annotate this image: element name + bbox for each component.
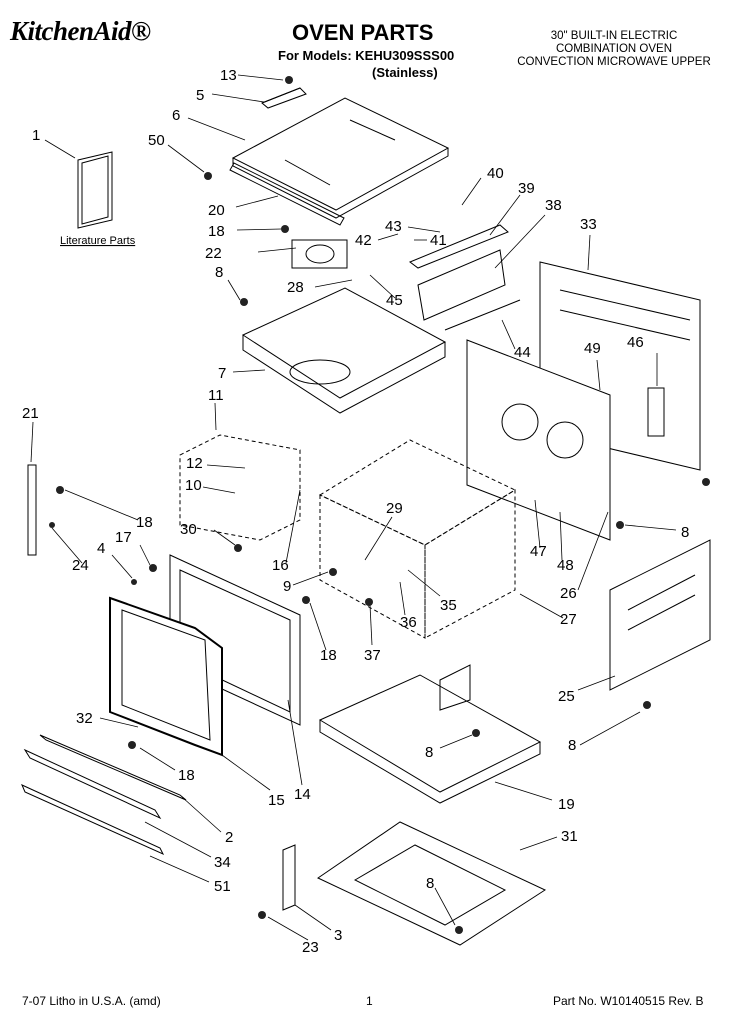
callout-18: 18 [320, 647, 337, 664]
callout-8: 8 [215, 264, 223, 281]
callout-17: 17 [115, 529, 132, 546]
callout-16: 16 [272, 557, 289, 574]
callout-38: 38 [545, 197, 562, 214]
callout-8: 8 [426, 875, 434, 892]
callout-31: 31 [561, 828, 578, 845]
back-panel [466, 339, 611, 541]
rail-brackets [408, 224, 521, 331]
callout-27: 27 [560, 611, 577, 628]
callout-23: 23 [302, 939, 319, 956]
callout-48: 48 [557, 557, 574, 574]
footer-print-info: 7-07 Litho in U.S.A. (amd) [22, 994, 161, 1008]
callout-32: 32 [76, 710, 93, 727]
brand-logo: KitchenAid® [10, 16, 151, 46]
callout-50: 50 [148, 132, 165, 149]
callout-30: 30 [180, 521, 197, 538]
callout-39: 39 [518, 180, 535, 197]
description-line: COMBINATION OVEN [555, 43, 673, 55]
callout-8: 8 [681, 524, 689, 541]
callout-18: 18 [178, 767, 195, 784]
callout-43: 43 [385, 218, 402, 235]
callout-26: 26 [560, 585, 577, 602]
switch-assembly-box [179, 434, 301, 541]
callout-28: 28 [287, 279, 304, 296]
callout-19: 19 [558, 796, 575, 813]
trim-strip [21, 784, 165, 856]
callout-8: 8 [425, 744, 433, 761]
callout-13: 13 [220, 67, 237, 84]
callout-35: 35 [440, 597, 457, 614]
model-finish: (Stainless) [372, 65, 438, 80]
callout-4: 4 [97, 540, 105, 557]
callout-51: 51 [214, 878, 231, 895]
oven-cavity [318, 439, 517, 639]
literature-label: Literature Parts [60, 235, 136, 247]
callout-49: 49 [584, 340, 601, 357]
base-tray [316, 821, 547, 946]
callout-5: 5 [196, 87, 204, 104]
callout-33: 33 [580, 216, 597, 233]
trim-strip [23, 748, 162, 820]
callout-24: 24 [72, 557, 89, 574]
callout-20: 20 [208, 202, 225, 219]
callout-14: 14 [294, 786, 311, 803]
callout-18: 18 [208, 223, 225, 240]
callout-12: 12 [186, 455, 203, 472]
callout-15: 15 [268, 792, 285, 809]
door-gasket [109, 596, 223, 757]
side-cover-panel [609, 539, 711, 691]
callout-45: 45 [386, 292, 403, 309]
callout-46: 46 [627, 334, 644, 351]
callout-3: 3 [334, 927, 342, 944]
callout-44: 44 [514, 344, 531, 361]
fasteners [49, 76, 710, 934]
callout-40: 40 [487, 165, 504, 182]
callout-2: 2 [225, 829, 233, 846]
left-side-bracket [27, 464, 37, 556]
description-line: CONVECTION MICROWAVE UPPER [517, 56, 711, 68]
sensor-module [647, 387, 665, 437]
callout-1: 1 [32, 127, 40, 144]
callout-11: 11 [208, 387, 224, 404]
callout-10: 10 [185, 477, 202, 494]
callout-6: 6 [172, 107, 180, 124]
callout-47: 47 [530, 543, 547, 560]
product-description: 30" BUILT-IN ELECTRIC COMBINATION OVEN C… [496, 30, 732, 69]
callout-7: 7 [218, 365, 226, 382]
top-panel [231, 87, 450, 219]
callout-37: 37 [364, 647, 381, 664]
callout-42: 42 [355, 232, 372, 249]
fan-motor [291, 239, 348, 269]
footer-page-number: 1 [366, 994, 373, 1008]
trim-strip [39, 734, 187, 801]
callout-22: 22 [205, 245, 222, 262]
model-number: For Models: KEHU309SSS00 [278, 48, 455, 63]
front-trim-strip [229, 162, 345, 226]
callout-29: 29 [386, 500, 403, 517]
page-title: OVEN PARTS [292, 20, 434, 45]
footer-part-number: Part No. W10140515 Rev. B [553, 994, 704, 1008]
callout-8: 8 [568, 737, 576, 754]
callout-41: 41 [430, 232, 447, 249]
callout-9: 9 [283, 578, 291, 595]
support-bracket [282, 844, 296, 911]
callout-21: 21 [22, 405, 39, 422]
shelf-panel [318, 664, 542, 804]
callout-25: 25 [558, 688, 575, 705]
callout-36: 36 [400, 614, 417, 631]
callout-34: 34 [214, 854, 231, 871]
cavity-top-tray [241, 287, 447, 414]
literature-booklet [77, 151, 113, 229]
description-line: 30" BUILT-IN ELECTRIC [550, 30, 678, 42]
callout-18: 18 [136, 514, 153, 531]
